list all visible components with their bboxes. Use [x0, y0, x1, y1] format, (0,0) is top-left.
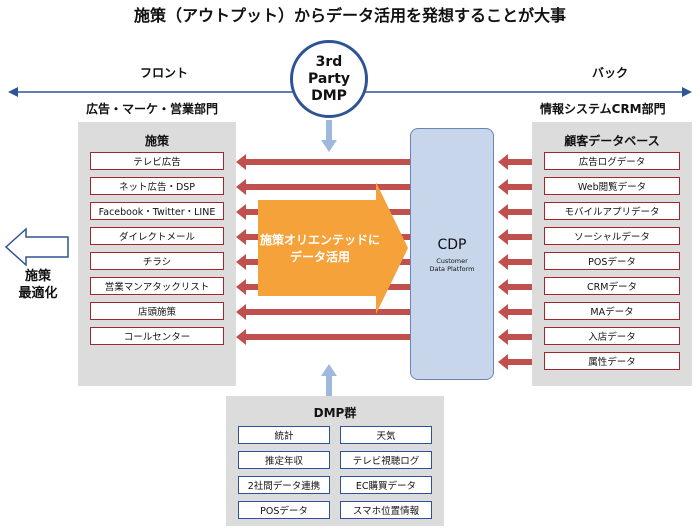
customer-db-item: ソーシャルデータ — [544, 227, 680, 245]
red-arrow — [236, 154, 410, 170]
red-arrow — [498, 354, 532, 370]
it-crm-dept-label: 情報システムCRM部門 — [540, 102, 666, 116]
customer-db-item: 広告ログデータ — [544, 152, 680, 170]
dmp-item: 天気 — [340, 426, 432, 444]
data-utilization-arrow — [258, 182, 408, 314]
measure-item: ネット広告・DSP — [90, 177, 224, 195]
customer-db-item: MAデータ — [544, 302, 680, 320]
dmp-group-up-arrow — [321, 364, 337, 400]
dmp-group-panel: DMP群 統計 天気 推定年収 テレビ視聴ログ 2社間データ連携 EC購買データ… — [226, 396, 444, 526]
customer-db-item: モバイルアプリデータ — [544, 202, 680, 220]
customer-db-item: 属性データ — [544, 352, 680, 370]
dmp-item: テレビ視聴ログ — [340, 451, 432, 469]
measure-item: Facebook・Twitter・LINE — [90, 202, 224, 220]
dmp-item: スマホ位置情報 — [340, 501, 432, 519]
red-arrow — [236, 329, 410, 345]
cdp-sub-line-2: Data Platform — [429, 265, 475, 273]
customer-db-item: 入店データ — [544, 327, 680, 345]
dmp-item: 統計 — [238, 426, 330, 444]
red-arrow — [498, 179, 532, 195]
big-arrow-line-2: データ活用 — [289, 250, 350, 264]
marketing-dept-label: 広告・マーケ・営業部門 — [86, 102, 219, 116]
front-label: フロント — [140, 66, 189, 80]
measure-item: チラシ — [90, 252, 224, 270]
axis-right-arrowhead — [682, 87, 692, 97]
measure-item: ダイレクトメール — [90, 227, 224, 245]
measure-item: 店頭施策 — [90, 302, 224, 320]
customer-db-item: Web閲覧データ — [544, 177, 680, 195]
dmp-item: 2社間データ連携 — [238, 476, 330, 494]
red-arrow — [498, 329, 532, 345]
third-party-down-arrow — [321, 120, 337, 152]
measure-item: コールセンター — [90, 327, 224, 345]
red-arrow — [498, 229, 532, 245]
optimize-output-arrow — [4, 227, 69, 267]
dmp-group-title: DMP群 — [313, 406, 357, 420]
customer-db-title: 顧客データベース — [564, 134, 660, 148]
third-party-line-3: DMP — [311, 87, 347, 104]
red-arrow — [498, 279, 532, 295]
dmp-item: EC購買データ — [340, 476, 432, 494]
customer-db-panel: 顧客データベース 広告ログデータ Web閲覧データ モバイルアプリデータ ソーシ… — [532, 122, 692, 386]
cdp-box: CDP Customer Data Platform — [410, 128, 494, 380]
third-party-line-2: Party — [307, 70, 351, 87]
dmp-item: POSデータ — [238, 501, 330, 519]
big-arrow-line-1: 施策オリエンテッドに — [259, 233, 380, 247]
third-party-line-1: 3rd — [315, 53, 343, 70]
axis-left-arrowhead — [8, 87, 18, 97]
cdp-title: CDP — [437, 237, 467, 253]
measures-title: 施策 — [144, 134, 169, 148]
optimize-line-1: 施策 — [24, 269, 51, 284]
customer-db-item: POSデータ — [544, 252, 680, 270]
big-arrow-label: 施策オリエンテッドに データ活用 — [258, 232, 382, 266]
red-arrow — [498, 204, 532, 220]
red-arrow — [236, 179, 410, 195]
cdp-subtitle: Customer Data Platform — [411, 257, 493, 273]
red-arrow — [498, 304, 532, 320]
optimize-label: 施策 最適化 — [8, 268, 68, 302]
diagram-title: 施策（アウトプット）からデータ活用を発想することが大事 — [133, 6, 566, 25]
third-party-dmp-circle: 3rd Party DMP — [290, 40, 368, 118]
cdp-sub-line-1: Customer — [436, 257, 468, 265]
measure-item: テレビ広告 — [90, 152, 224, 170]
dmp-item: 推定年収 — [238, 451, 330, 469]
measures-panel: 施策 テレビ広告 ネット広告・DSP Facebook・Twitter・LINE… — [78, 122, 236, 386]
db-to-cdp-arrows — [498, 154, 532, 370]
red-arrow — [498, 154, 532, 170]
customer-db-item: CRMデータ — [544, 277, 680, 295]
back-label: バック — [592, 66, 629, 80]
measure-item: 営業マンアタックリスト — [90, 277, 224, 295]
optimize-line-2: 最適化 — [18, 286, 58, 301]
red-arrow — [498, 254, 532, 270]
red-arrow — [236, 304, 410, 320]
